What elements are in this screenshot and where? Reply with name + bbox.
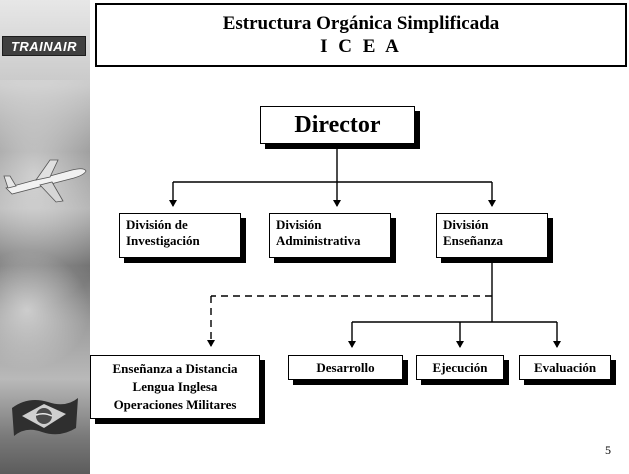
subunit-ejecucion-box: Ejecución [416,355,504,380]
slide-title: Estructura Orgánica Simplificada [222,13,500,34]
sidebar-decoration: TRAINAIR [0,0,90,474]
division-investigacion-box: División de Investigación [119,213,241,258]
division-label-line1: División de [126,217,188,232]
sidebar-clouds [0,250,90,370]
subunit-label-line1: Enseñanza a Distancia [112,361,238,376]
slide-subtitle: I C E A [320,36,402,57]
subunit-desarrollo-box: Desarrollo [288,355,403,380]
division-label-line2: Investigación [126,233,200,248]
division-label-line2: Enseñanza [443,233,503,248]
dashed-distance-link [207,295,492,347]
airplane-icon [3,159,87,203]
division-label-line1: División [443,217,489,232]
subunit-label: Evaluación [533,359,597,375]
division-label-line2: Administrativa [276,233,361,248]
division-administrativa-box: División Administrativa [269,213,391,258]
director-label: Director [294,111,381,138]
division-ensenanza-box: División Enseñanza [436,213,548,258]
subunit-label: Ejecución [432,359,488,375]
subunit-distance-box: Enseñanza a Distancia Lengua Inglesa Ope… [90,355,260,419]
subunit-label-line2: Lengua Inglesa [132,379,218,394]
subunit-label: Desarrollo [316,359,375,375]
subunit-label-line3: Operaciones Militares [113,397,237,412]
subunit-evaluacion-box: Evaluación [519,355,611,380]
director-box: Director [260,106,415,144]
division-label-line1: División [276,217,322,232]
trainair-logo: TRAINAIR [2,36,86,56]
logo-text: TRAINAIR [10,38,78,54]
brazil-flag-icon [12,398,78,436]
slide-title-box: Estructura Orgánica Simplificada I C E A [95,3,627,67]
page-number: 5 [605,443,611,457]
